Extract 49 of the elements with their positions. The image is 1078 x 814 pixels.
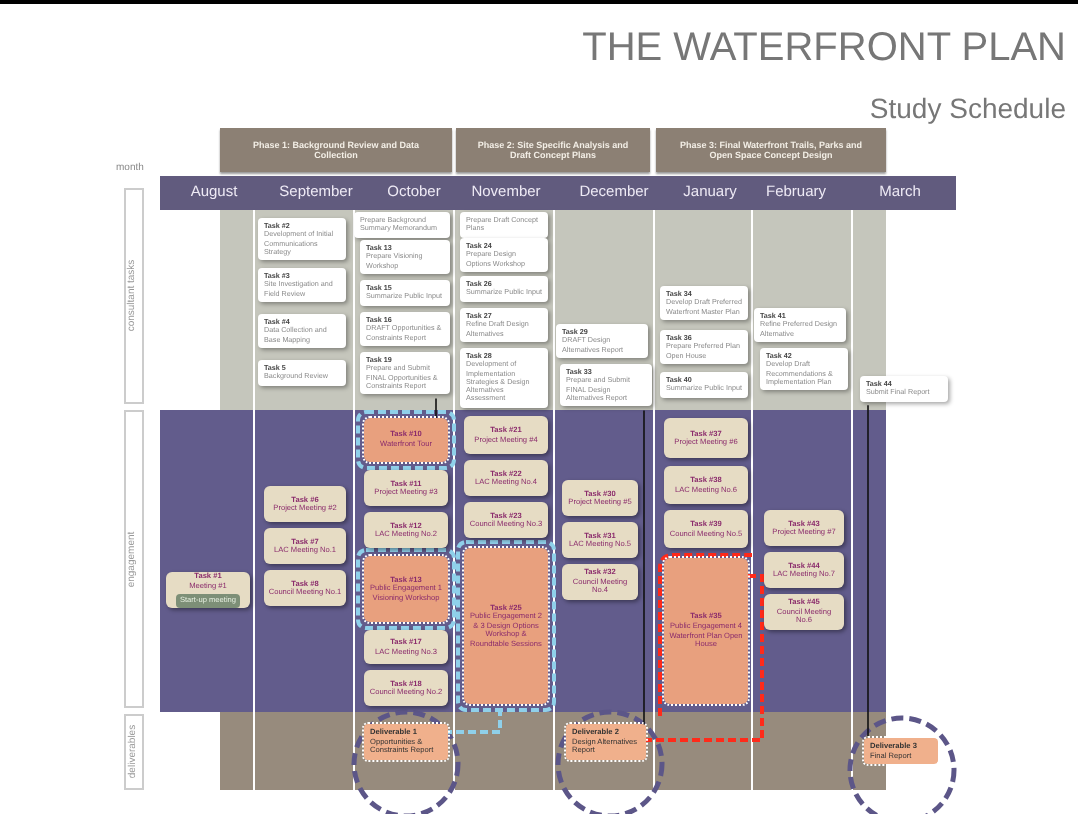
task-card [258,268,346,302]
meeting-card [264,486,346,522]
task-card [460,308,548,342]
meeting-card [764,510,844,546]
meeting-card [764,594,844,630]
task-card [660,372,748,398]
meeting-card [464,502,548,538]
deliverable-card [566,724,646,759]
task-card [754,308,846,342]
task-card [860,376,948,402]
engagement-event-card [664,558,748,704]
task-card [560,364,652,407]
task-card [660,330,748,364]
task-card [460,238,548,272]
subtitle: Study Schedule [869,90,1066,128]
task-card [360,312,450,346]
connector-line [643,409,645,729]
meeting-card [664,466,748,504]
task-card [760,348,848,391]
meeting-card [364,470,448,506]
task-card [556,324,648,358]
meeting-card [166,572,250,608]
task-card [360,352,450,395]
task-card [360,240,450,274]
task-card [660,286,748,320]
meeting-card [562,564,638,600]
task-card [360,280,450,306]
task-card [258,314,346,348]
task-card [460,348,548,408]
meeting-card [264,570,346,606]
meeting-card [464,416,548,454]
task-card [258,360,346,386]
meeting-card [264,528,346,564]
meeting-card [464,460,548,496]
deliverable-card [364,724,448,759]
deliverable-card [864,738,938,764]
task-card [460,276,548,302]
meeting-card [364,512,448,548]
dashed-connector [448,708,502,734]
meeting-card [562,480,638,516]
meeting-card [664,510,748,548]
meeting-card [364,670,448,706]
meeting-card [364,630,448,664]
title: THE WATERFRONT PLAN [582,24,1066,72]
task-card [258,218,346,261]
dashed-connector [646,574,764,742]
meeting-card [664,418,748,458]
meeting-card [562,522,638,558]
meeting-card [764,552,844,588]
